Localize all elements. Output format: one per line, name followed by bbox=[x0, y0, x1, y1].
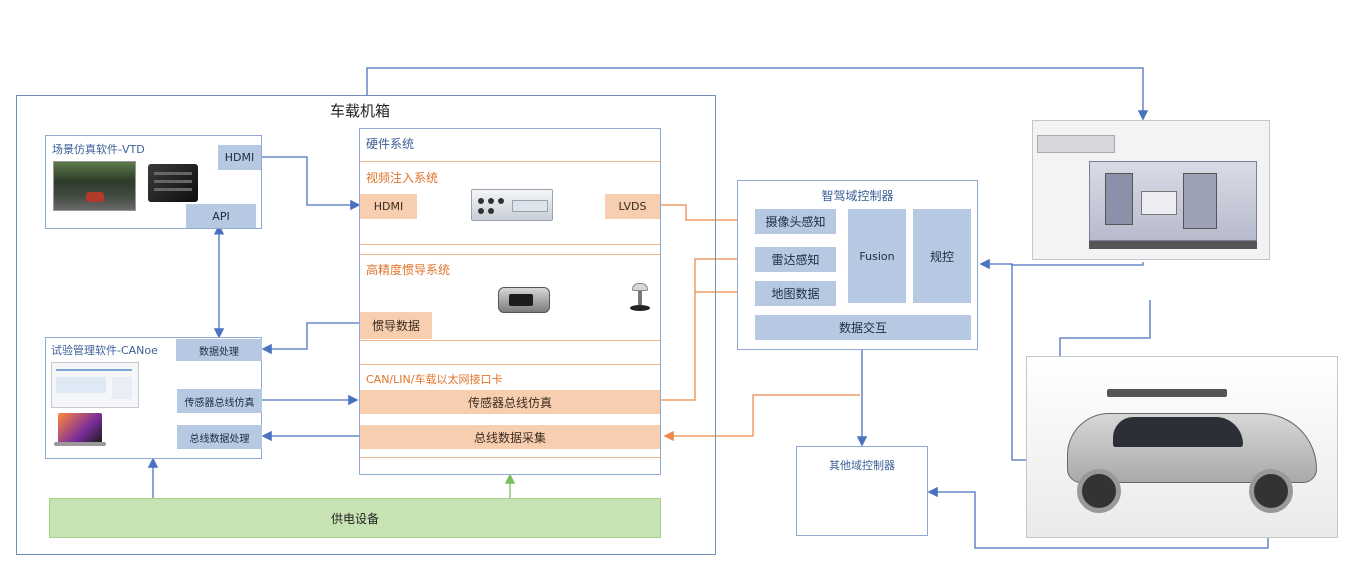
canoe-sensor-bus-sim: 传感器总线仿真 bbox=[177, 389, 262, 413]
adas-controller-panel: 智驾域控制器 摄像头感知 雷达感知 地图数据 Fusion 规控 数据交互 bbox=[737, 180, 978, 350]
video-title: 视频注入系统 bbox=[366, 171, 439, 185]
chassis-frame bbox=[16, 95, 716, 555]
line-other-to-collect bbox=[663, 394, 860, 442]
divider-1 bbox=[360, 161, 660, 162]
divider-6 bbox=[360, 457, 660, 458]
line-bench-to-adas bbox=[979, 258, 1144, 270]
rack-computer-image bbox=[148, 164, 198, 202]
divider-4 bbox=[360, 340, 660, 341]
can-bus-data-collect: 总线数据采集 bbox=[360, 425, 660, 449]
ins-title: 高精度惯导系统 bbox=[366, 263, 451, 277]
power-supply-box: 供电设备 bbox=[49, 498, 661, 538]
canoe-bus-data-processing: 总线数据处理 bbox=[177, 425, 262, 449]
vtd-api-cell: API bbox=[186, 204, 256, 228]
can-sensor-bus-sim: 传感器总线仿真 bbox=[360, 390, 660, 414]
line-bus-radar bbox=[661, 253, 753, 401]
vtd-title: 场景仿真软件-VTD bbox=[52, 143, 145, 156]
roof-rack bbox=[1107, 389, 1227, 397]
gnss-antenna-image bbox=[630, 283, 650, 311]
laptop-base bbox=[54, 442, 106, 446]
adas-camera-cell: 摄像头感知 bbox=[755, 209, 836, 234]
line-chassis-to-bench bbox=[366, 67, 1149, 121]
adas-fusion-cell: Fusion bbox=[848, 209, 906, 303]
laptop-image bbox=[58, 413, 102, 443]
driving-sim-image bbox=[53, 161, 136, 211]
divider-2 bbox=[360, 244, 660, 245]
can-title: CAN/LIN/车载以太网接口卡 bbox=[366, 373, 503, 386]
canoe-panel: 试验管理软件-CANoe 数据处理 传感器总线仿真 总线数据处理 bbox=[45, 337, 262, 459]
ins-device-image bbox=[498, 287, 550, 313]
line-ins-to-canoe bbox=[261, 322, 360, 355]
divider-5 bbox=[360, 364, 660, 365]
adas-map-cell: 地图数据 bbox=[755, 281, 836, 306]
adas-data-exchange-cell: 数据交互 bbox=[755, 315, 971, 340]
car-image bbox=[1026, 356, 1338, 538]
line-lvds-camera bbox=[661, 204, 753, 226]
chassis-title: 车载机箱 bbox=[330, 102, 391, 120]
power-label: 供电设备 bbox=[330, 511, 379, 526]
adas-radar-cell: 雷达感知 bbox=[755, 247, 836, 272]
vtd-panel: 场景仿真软件-VTD HDMI API bbox=[45, 135, 262, 229]
canoe-screenshot-image bbox=[51, 362, 139, 408]
canoe-data-processing: 数据处理 bbox=[176, 339, 262, 361]
video-injector-image bbox=[471, 189, 553, 221]
canoe-title: 试验管理软件-CANoe bbox=[51, 344, 158, 357]
other-controller-panel: 其他域控制器 bbox=[796, 446, 928, 536]
adas-planning-cell: 规控 bbox=[913, 209, 971, 303]
test-bench-image bbox=[1032, 120, 1270, 260]
video-lvds-cell: LVDS bbox=[605, 194, 660, 219]
vtd-hdmi-cell: HDMI bbox=[218, 145, 261, 170]
video-hdmi-cell: HDMI bbox=[360, 194, 417, 219]
hardware-title: 硬件系统 bbox=[366, 137, 415, 151]
other-title: 其他域控制器 bbox=[829, 459, 895, 472]
ins-data-cell: 惯导数据 bbox=[360, 312, 432, 339]
hardware-panel: 硬件系统 视频注入系统 HDMI LVDS 高精度惯导系统 惯导数据 CAN/L… bbox=[359, 128, 661, 475]
adas-title: 智驾域控制器 bbox=[821, 189, 894, 203]
divider-3 bbox=[360, 254, 660, 255]
line-vtd-hdmi bbox=[261, 156, 361, 211]
